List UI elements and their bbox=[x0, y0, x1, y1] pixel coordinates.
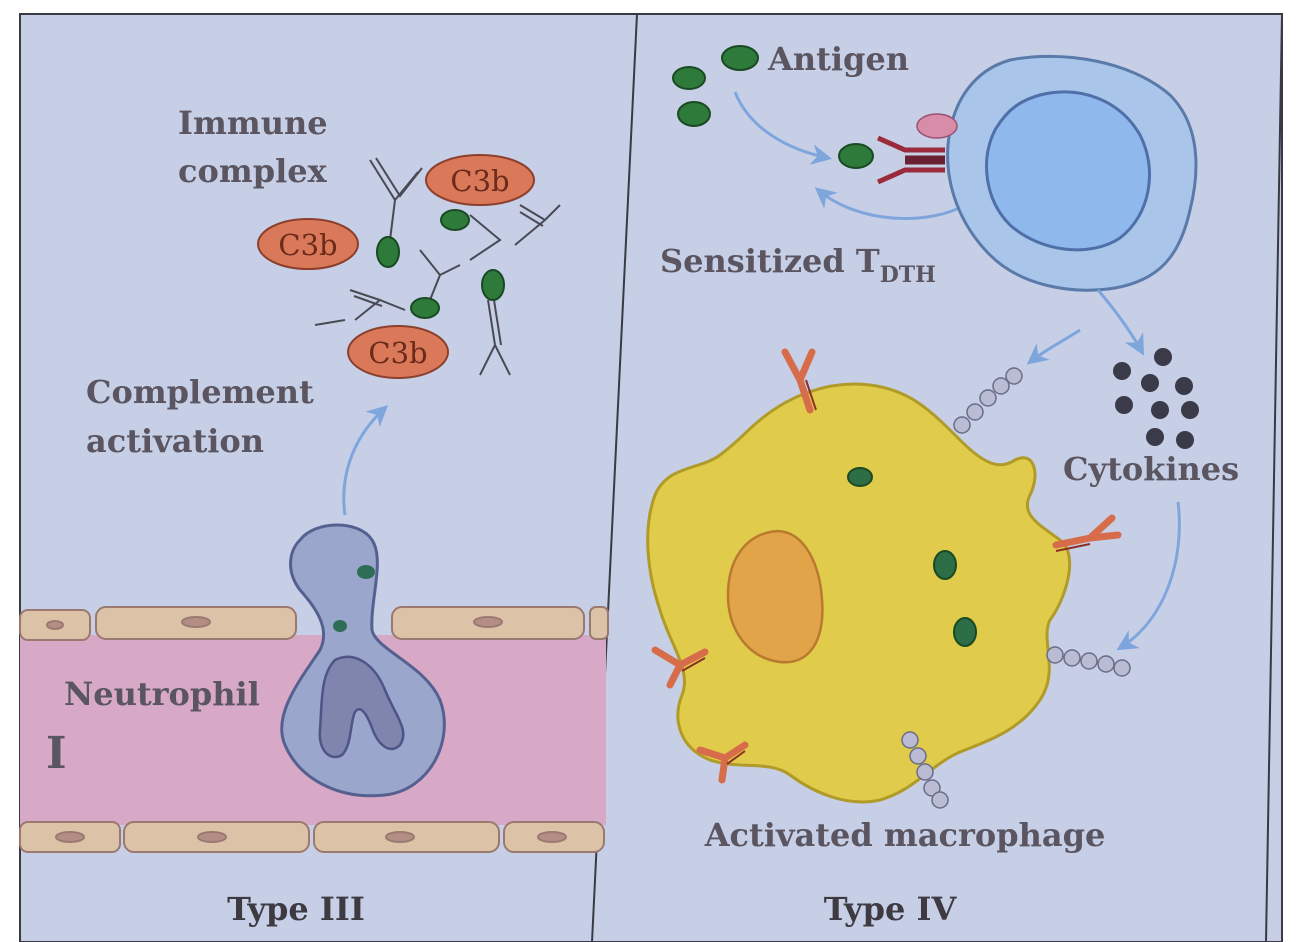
t-cell-nucleus bbox=[987, 92, 1150, 250]
macrophage-granule bbox=[934, 551, 956, 579]
neutrophil-granule bbox=[333, 620, 347, 632]
antigen-label: Antigen bbox=[767, 40, 909, 78]
antigen-particle bbox=[377, 237, 399, 267]
macrophage-granule bbox=[848, 468, 872, 486]
c3b-molecule: C3b bbox=[348, 326, 448, 378]
immune-complex-label-line1: Immune bbox=[178, 104, 328, 142]
antigen-particle bbox=[411, 298, 439, 318]
c3b-molecule: C3b bbox=[426, 155, 534, 205]
neutrophil-granule bbox=[357, 565, 375, 579]
type-iv-title: Type IV bbox=[824, 890, 958, 928]
macrophage-granule bbox=[954, 618, 976, 646]
antigen-particle bbox=[722, 46, 758, 70]
cytokines-label: Cytokines bbox=[1063, 450, 1239, 488]
tcr-pink-marker bbox=[917, 114, 957, 138]
c3b-molecule: C3b bbox=[258, 219, 358, 269]
panel-marker: I bbox=[46, 728, 67, 779]
antigen-particle bbox=[673, 67, 705, 89]
svg-text:C3b: C3b bbox=[450, 164, 509, 198]
svg-text:C3b: C3b bbox=[278, 228, 337, 262]
antigen-particle bbox=[441, 210, 469, 230]
activated-macrophage-label: Activated macrophage bbox=[704, 816, 1106, 854]
neutrophil-label: Neutrophil bbox=[64, 675, 260, 713]
complement-label-line2: activation bbox=[86, 422, 264, 460]
svg-text:C3b: C3b bbox=[368, 336, 427, 370]
antigen-particle bbox=[678, 102, 710, 126]
type-iii-title: Type III bbox=[227, 890, 365, 928]
antigen-particle bbox=[482, 270, 504, 300]
immune-complex-label-line2: complex bbox=[178, 152, 328, 190]
antigen-particle bbox=[839, 144, 873, 168]
complement-label-line1: Complement bbox=[86, 373, 314, 411]
